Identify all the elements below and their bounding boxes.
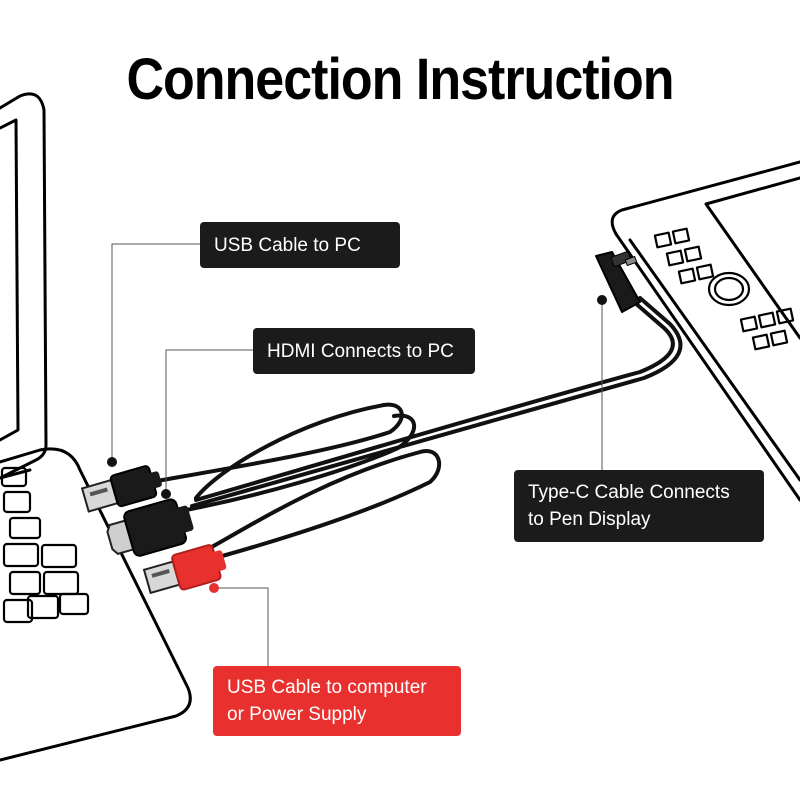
callout-dots (107, 295, 607, 593)
type-c-connector (595, 251, 641, 313)
laptop (0, 92, 192, 762)
typec-label: Type-C Cable Connects to Pen Display (514, 470, 764, 542)
cables (138, 296, 683, 562)
hdmi-connector (106, 498, 194, 557)
usb-pc-label: USB Cable to PC (200, 222, 400, 268)
usb-pc-label-text: USB Cable to PC (214, 234, 361, 256)
usb-power-label: USB Cable to computer or Power Supply (213, 666, 461, 736)
usb-connector-red (142, 544, 227, 595)
pen-display (610, 160, 800, 502)
usb-power-label-line1: USB Cable to computer (227, 677, 427, 698)
hdmi-pc-label-text: HDMI Connects to PC (267, 340, 454, 362)
usb-connector-black (80, 465, 162, 513)
callout-lines (111, 243, 603, 668)
diagram-title: Connection Instruction (126, 47, 674, 113)
hdmi-pc-label: HDMI Connects to PC (253, 328, 475, 374)
usb-power-label-line2: or Power Supply (227, 704, 367, 725)
typec-label-line2: to Pen Display (528, 509, 651, 530)
typec-label-line1: Type-C Cable Connects (528, 482, 730, 503)
